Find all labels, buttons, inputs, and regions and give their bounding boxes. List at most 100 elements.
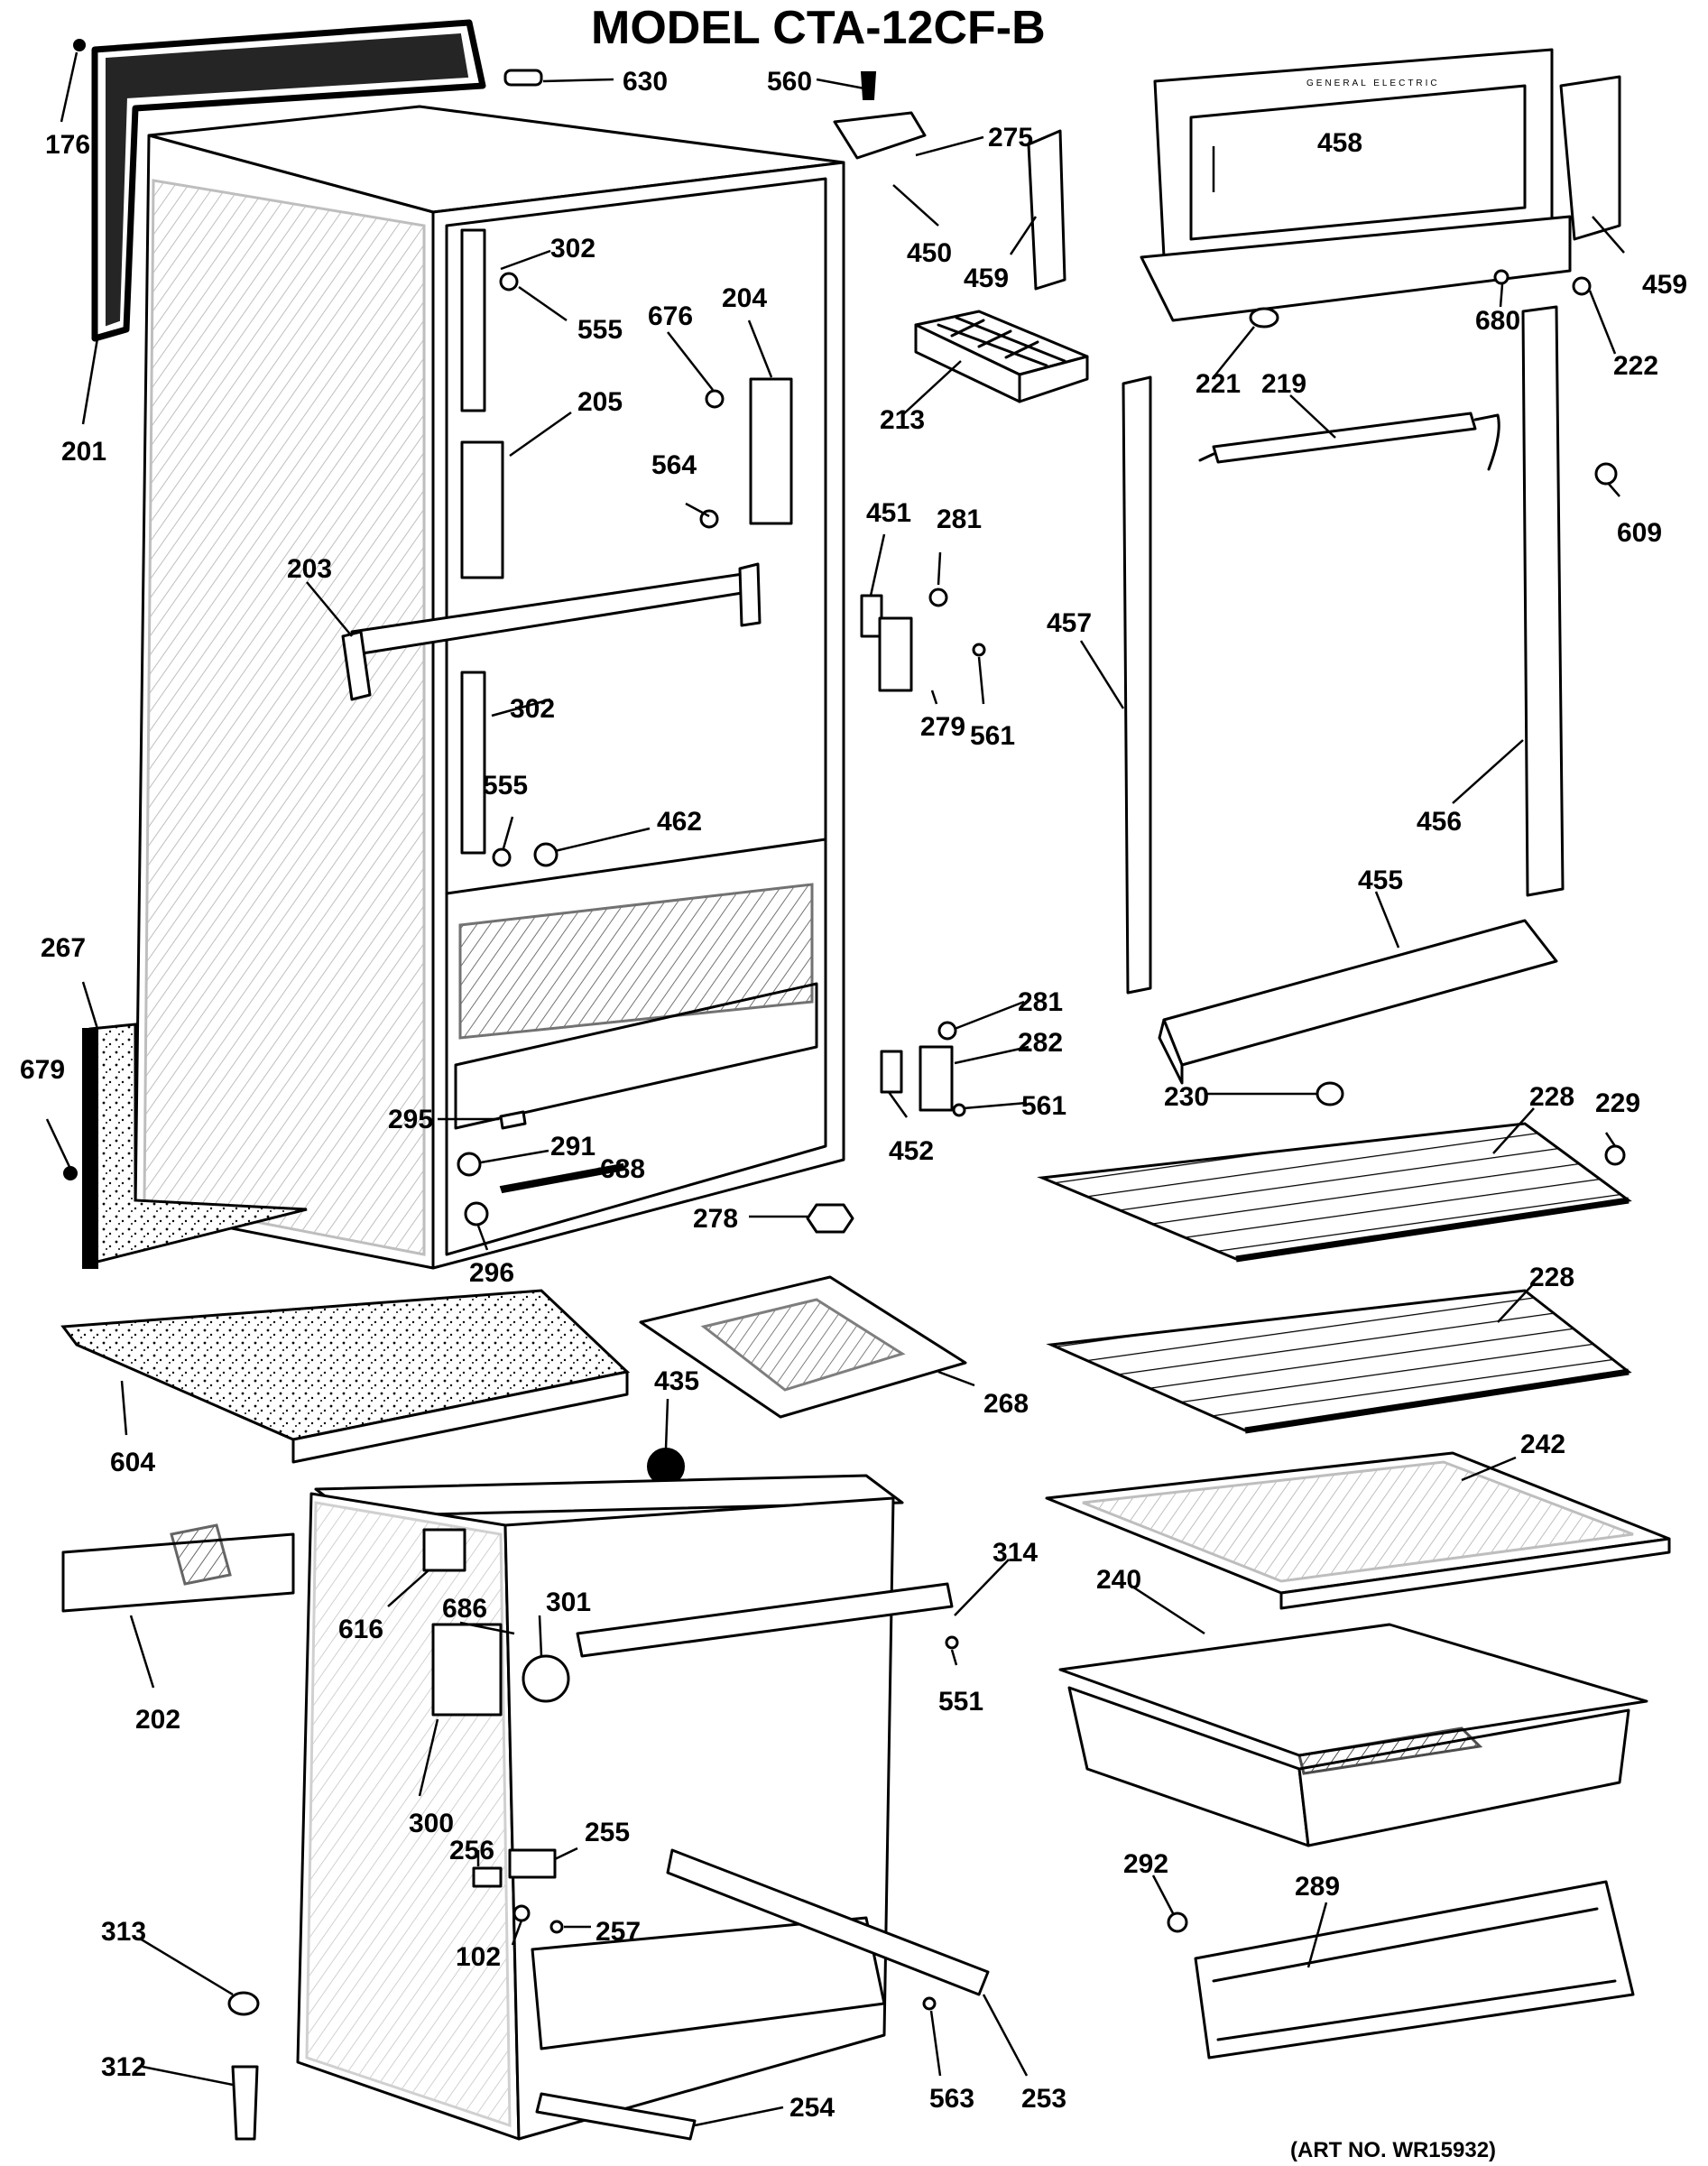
plug-291 — [457, 1152, 482, 1177]
screw-688 — [499, 1162, 626, 1194]
part-labels: 176 201 630 560 275 450 459 458 459 302 … — [20, 67, 1687, 2123]
slide-254 — [535, 2092, 697, 2141]
plate-452 — [880, 1050, 903, 1094]
label-292: 292 — [1123, 1849, 1168, 1879]
label-204: 204 — [722, 283, 767, 313]
label-679: 679 — [20, 1055, 65, 1085]
label-281-upper: 281 — [937, 504, 982, 534]
stud-230 — [1316, 1081, 1344, 1106]
label-455: 455 — [1358, 865, 1403, 895]
label-203: 203 — [287, 554, 332, 584]
label-257: 257 — [595, 1917, 641, 1947]
crisper-front-289 — [1167, 1880, 1635, 2060]
label-686: 686 — [442, 1594, 487, 1624]
upper-cabinet — [82, 19, 845, 1270]
screw-561-lower — [952, 1103, 966, 1117]
label-219: 219 — [1261, 369, 1306, 399]
label-314: 314 — [992, 1538, 1038, 1568]
bracket-204 — [749, 377, 793, 525]
label-201: 201 — [61, 437, 106, 467]
model-title: MODEL CTA-12CF-B — [591, 2, 1046, 54]
label-616: 616 — [338, 1615, 383, 1644]
label-302-lower: 302 — [510, 694, 555, 724]
label-256: 256 — [449, 1836, 494, 1865]
label-555-upper: 555 — [577, 315, 623, 345]
label-279: 279 — [920, 712, 965, 742]
bracket-205 — [460, 440, 504, 579]
rail-302-upper — [460, 228, 486, 412]
glass-shelf-242 — [1045, 1451, 1671, 1610]
label-230: 230 — [1164, 1082, 1209, 1112]
label-560: 560 — [767, 67, 812, 97]
label-253: 253 — [1021, 2084, 1066, 2114]
hinge-275 — [833, 111, 927, 160]
label-205: 205 — [577, 387, 623, 417]
label-457: 457 — [1047, 608, 1092, 638]
label-228-upper: 228 — [1529, 1082, 1574, 1112]
label-102: 102 — [456, 1942, 501, 1972]
wire-shelf-228-lower — [1046, 1289, 1632, 1432]
door-brand-text: GENERAL ELECTRIC — [1306, 79, 1440, 88]
lamp-616 — [422, 1528, 466, 1572]
clip-295 — [499, 1110, 527, 1130]
dial-301 — [522, 1654, 570, 1703]
plug-296 — [464, 1201, 489, 1226]
screw-563 — [922, 1996, 937, 2011]
door-frame-parts: GENERAL ELECTRIC — [1027, 48, 1621, 1106]
label-301: 301 — [546, 1587, 591, 1617]
label-459-left: 459 — [964, 264, 1009, 293]
screw-292 — [1167, 1911, 1188, 1933]
label-222: 222 — [1613, 351, 1658, 381]
liner-459-right — [1559, 75, 1621, 241]
screw-560 — [860, 71, 877, 100]
leveler-278 — [806, 1203, 854, 1234]
label-462: 462 — [657, 807, 702, 837]
door-shelf-458 — [1140, 215, 1572, 322]
screw-680 — [1493, 269, 1510, 285]
label-459-right: 459 — [1642, 270, 1687, 300]
lower-parts — [60, 1275, 967, 2141]
label-676: 676 — [648, 301, 693, 331]
plug-462 — [533, 842, 559, 867]
label-295: 295 — [388, 1105, 433, 1134]
plug-221 — [1249, 307, 1279, 329]
label-561-lower: 561 — [1021, 1091, 1066, 1121]
grommet-222 — [1572, 276, 1592, 296]
gasket-frame — [91, 19, 486, 342]
screw-679 — [63, 1166, 78, 1180]
screw-257 — [549, 1920, 564, 1934]
washer-281-upper — [928, 588, 948, 607]
hinge-282 — [919, 1045, 954, 1112]
label-604: 604 — [110, 1448, 155, 1477]
label-202: 202 — [135, 1705, 180, 1735]
crisper-pan-240 — [1058, 1623, 1648, 1847]
label-255: 255 — [585, 1818, 630, 1847]
label-240: 240 — [1096, 1565, 1141, 1595]
label-456: 456 — [1417, 807, 1462, 837]
plug-555-upper — [499, 272, 519, 292]
label-563: 563 — [929, 2084, 974, 2114]
label-282: 282 — [1018, 1028, 1063, 1058]
strip-456 — [1521, 305, 1565, 897]
door-shelf-455 — [1162, 919, 1558, 1067]
strip-457 — [1122, 375, 1152, 995]
heater-219 — [1212, 412, 1477, 464]
plug-630 — [503, 69, 543, 87]
washer-281-lower — [937, 1021, 957, 1041]
label-300: 300 — [409, 1809, 454, 1838]
drip-pan-cover-604 — [60, 1289, 631, 1441]
label-551: 551 — [938, 1687, 983, 1717]
label-213: 213 — [880, 405, 925, 435]
label-221: 221 — [1196, 369, 1241, 399]
label-289: 289 — [1295, 1872, 1340, 1902]
plug-555-lower — [492, 847, 512, 867]
leg-312 — [231, 2065, 259, 2141]
slide-253 — [666, 1848, 990, 1996]
leg-cap-313 — [227, 1991, 260, 2016]
label-278: 278 — [693, 1204, 738, 1234]
label-458: 458 — [1317, 128, 1362, 158]
cabinet-hardware — [63, 39, 986, 1234]
label-609: 609 — [1617, 518, 1662, 548]
label-450: 450 — [907, 238, 952, 268]
